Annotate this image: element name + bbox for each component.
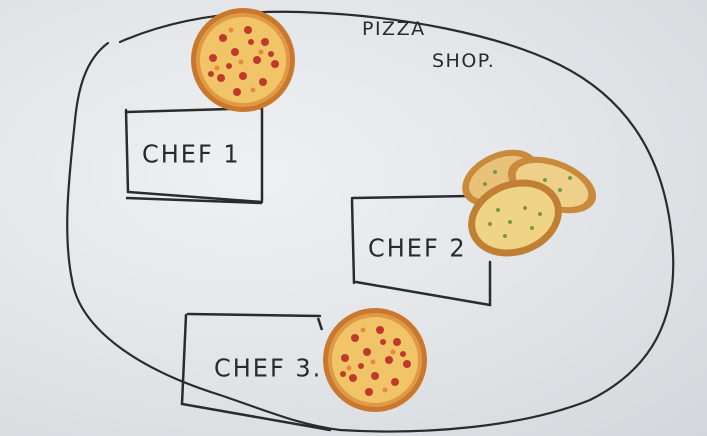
- chef-3-label: CHEF 3.: [214, 353, 323, 383]
- chef-2-box: [350, 194, 492, 307]
- title-shop: SHOP.: [432, 50, 496, 72]
- chef-2-label: CHEF 2: [368, 233, 467, 263]
- title-pizza: PIZZA: [362, 18, 426, 40]
- garlic-bread-icon: [462, 149, 597, 257]
- chef-3-box: [180, 312, 332, 432]
- shop-boundary: [66, 10, 675, 433]
- pizza-icon: [191, 8, 295, 112]
- chef-1-label: CHEF 1: [142, 139, 241, 169]
- pizza-icon: [323, 308, 427, 412]
